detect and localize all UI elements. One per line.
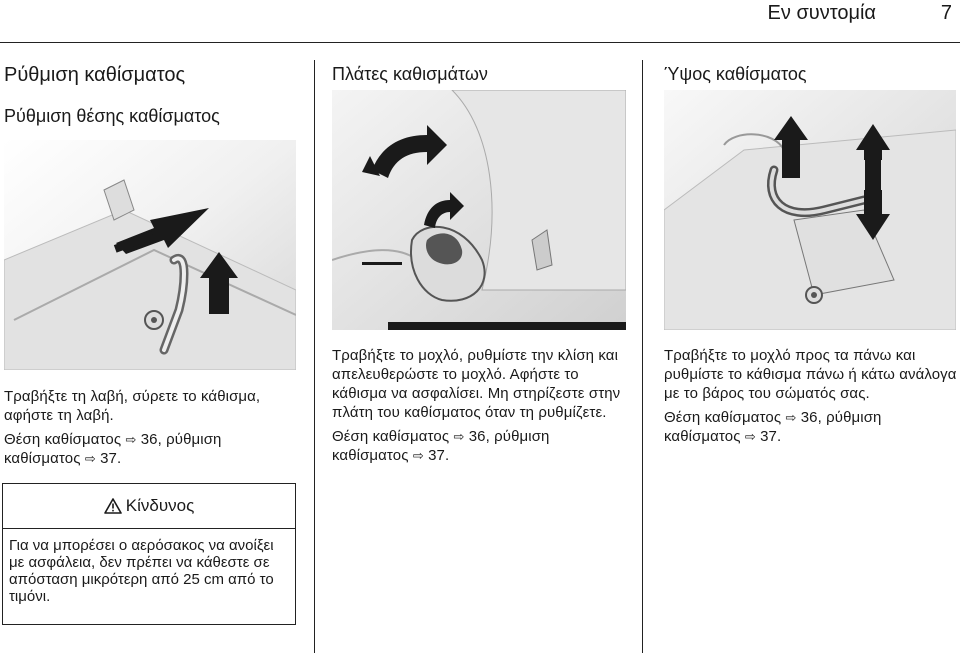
col2-xref-mid: 36, ρύθμιση καθίσματος	[332, 428, 550, 464]
arrow-ref-icon: ⇨	[84, 451, 96, 466]
section-title-height: Ύψος καθίσματος	[664, 64, 807, 84]
col1-xref: Θέση καθίσματος ⇨ 36, ρύθμιση καθίσματος…	[4, 430, 296, 468]
arrow-ref-icon: ⇨	[412, 448, 424, 463]
page-number: 7	[940, 2, 952, 24]
column-divider-2	[642, 60, 643, 653]
section-subtitle: Ρύθμιση θέσης καθίσματος	[4, 106, 220, 126]
backrest-illustration	[332, 90, 626, 330]
col3-body: Τραβήξτε το μοχλό προς τα πάνω και ρυθμί…	[664, 346, 958, 451]
arrow-ref-icon: ⇨	[785, 410, 797, 425]
col3-xref-end: 37.	[760, 428, 782, 445]
col2-instruction: Τραβήξτε το μοχλό, ρυθμίστε την κλίση κα…	[332, 347, 621, 421]
section-title: Ρύθμιση καθίσματος	[4, 64, 186, 86]
col1-instruction: Τραβήξτε τη λαβή, σύρετε το κάθισμα, αφή…	[4, 388, 261, 424]
col1-body: Τραβήξτε τη λαβή, σύρετε το κάθισμα, αφή…	[4, 387, 296, 473]
col2-xref: Θέση καθίσματος ⇨ 36, ρύθμιση καθίσματος…	[332, 427, 628, 465]
seat-position-illustration	[4, 140, 296, 370]
warning-text: Για να μπορέσει ο αερόσακος να ανοίξει μ…	[9, 537, 274, 605]
arrow-ref-icon: ⇨	[453, 429, 465, 444]
warning-triangle-icon	[103, 498, 122, 514]
col2-xref-end: 37.	[428, 447, 450, 464]
col2-body: Τραβήξτε το μοχλό, ρυθμίστε την κλίση κα…	[332, 346, 628, 470]
col3-xref-prefix: Θέση καθίσματος	[664, 409, 782, 426]
arrow-ref-icon: ⇨	[744, 429, 756, 444]
col1-xref-mid: 36, ρύθμιση καθίσματος	[4, 431, 222, 467]
section-title-backrests: Πλάτες καθισμάτων	[332, 64, 488, 84]
seat-height-illustration	[664, 90, 956, 330]
col3-instruction: Τραβήξτε το μοχλό προς τα πάνω και ρυθμί…	[664, 347, 957, 402]
warning-header: Κίνδυνος	[3, 484, 295, 529]
column-divider-1	[314, 60, 315, 653]
col2-xref-prefix: Θέση καθίσματος	[332, 428, 450, 445]
col1-xref-end: 37.	[100, 450, 122, 467]
col1-xref-prefix: Θέση καθίσματος	[4, 431, 122, 448]
warning-title: Κίνδυνος	[125, 496, 195, 515]
col3-xref-mid: 36, ρύθμιση καθίσματος	[664, 409, 882, 445]
col3-xref: Θέση καθίσματος ⇨ 36, ρύθμιση καθίσματος…	[664, 408, 958, 446]
header-section-title: Εν συντομία	[767, 2, 876, 24]
arrow-ref-icon: ⇨	[125, 432, 137, 447]
header-divider	[0, 42, 960, 43]
warning-box: Κίνδυνος Για να μπορέσει ο αερόσακος να …	[2, 483, 296, 625]
